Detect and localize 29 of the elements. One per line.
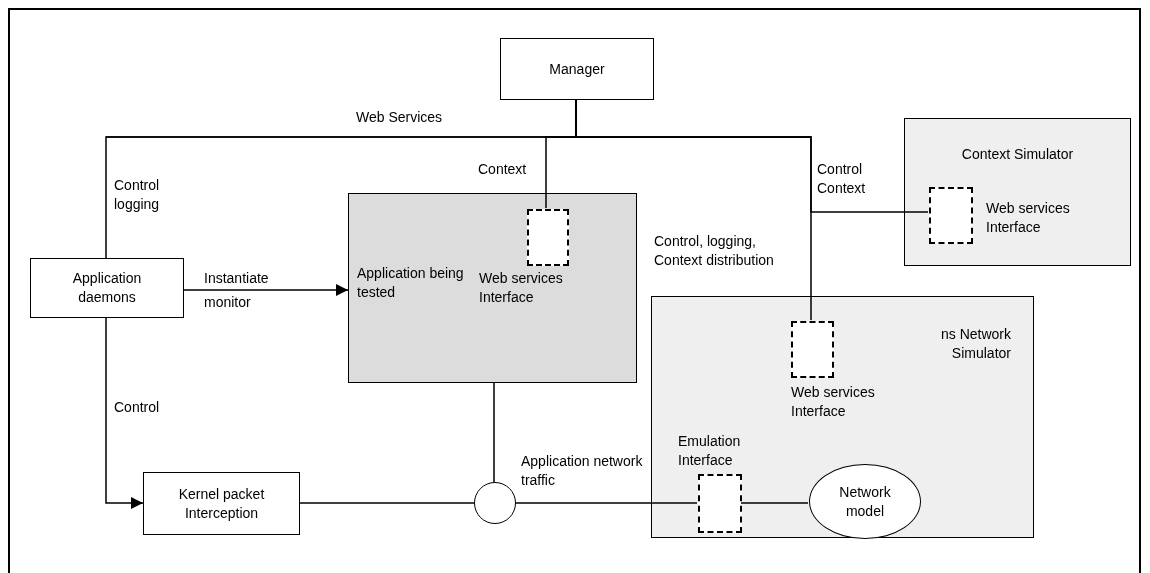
interface-label: Web services Interface bbox=[791, 383, 876, 421]
interface-box bbox=[698, 474, 742, 533]
application-panel bbox=[348, 193, 637, 383]
interface-label: Web services Interface bbox=[479, 269, 564, 307]
interface-label: Emulation Interface bbox=[678, 432, 742, 470]
node-label: ns Network Simulator bbox=[939, 325, 1011, 363]
edge-label: Instantiate monitor bbox=[204, 269, 270, 312]
interface-box bbox=[791, 321, 834, 378]
node-label: Application daemons bbox=[71, 269, 143, 307]
interface-box bbox=[929, 187, 973, 244]
interface-label: Web services Interface bbox=[986, 199, 1071, 237]
arrow bbox=[105, 317, 144, 509]
connector-line bbox=[515, 502, 698, 504]
interface-box bbox=[527, 209, 569, 266]
node-label: Network model bbox=[838, 482, 892, 521]
process-box bbox=[30, 258, 184, 318]
simulator-panel bbox=[904, 118, 1131, 266]
bus-label: Web Services bbox=[356, 108, 443, 127]
node-label: Manager bbox=[549, 59, 605, 79]
simulator-panel bbox=[651, 296, 1034, 538]
connector-line bbox=[740, 502, 809, 504]
node-label: Kernel packet Interception bbox=[177, 484, 266, 523]
connector-line bbox=[299, 502, 475, 504]
process-box bbox=[143, 472, 300, 535]
node-label: Context Simulator bbox=[961, 145, 1074, 164]
arrow bbox=[183, 284, 349, 296]
connector-line bbox=[493, 382, 495, 483]
process-box bbox=[500, 38, 654, 100]
node-label: Application being tested bbox=[357, 264, 465, 302]
